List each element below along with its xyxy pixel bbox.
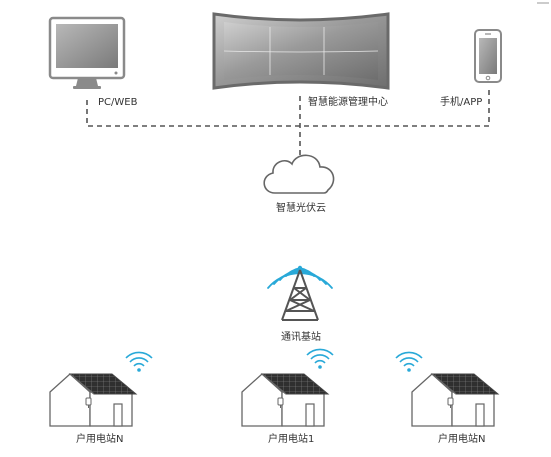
wifi-icon [395,351,423,373]
wifi-icon [306,348,334,370]
smartphone-icon [474,29,502,83]
signal-tower-icon [267,265,333,321]
wifi-icon [125,351,153,373]
video-wall-icon [212,12,390,90]
mobile-app-label: 手机/APP [440,97,483,108]
solar-house-icon [411,373,499,427]
solar-house-icon [241,373,329,427]
solar-house-icon [49,373,137,427]
cloud-icon [263,154,335,194]
station-n-right-label: 户用电站N [438,434,486,445]
energy-center-label: 智慧能源管理中心 [308,97,388,108]
solar-cloud-label: 智慧光伏云 [276,203,326,214]
network-links [86,90,490,160]
station-1-label: 户用电站1 [268,434,315,445]
station-n-left-label: 户用电站N [76,434,124,445]
monitor-icon [48,16,126,89]
base-station-label: 通讯基站 [281,332,321,343]
pc-web-label: PC/WEB [98,97,138,108]
